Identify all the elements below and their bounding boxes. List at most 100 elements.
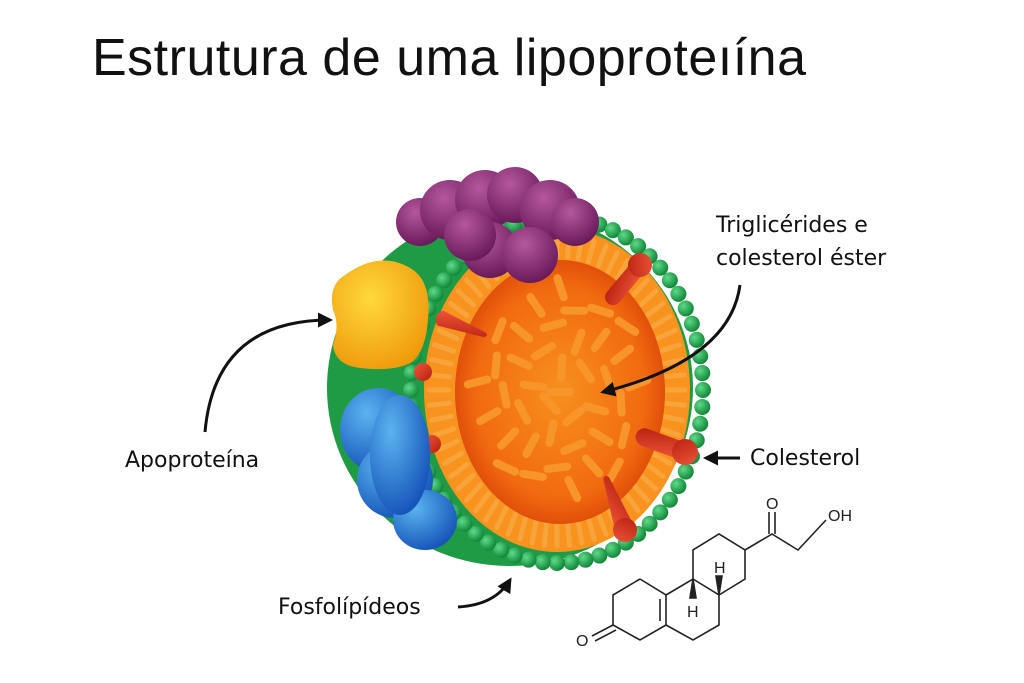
phospholipid-head: [520, 551, 537, 568]
triglyceride-rod: [617, 421, 631, 450]
phospholipid-head: [661, 491, 678, 508]
phospholipid-head: [661, 272, 678, 289]
triglyceride-rod: [543, 462, 572, 473]
phospholipid-head: [652, 504, 669, 521]
triglyceride-rod: [497, 427, 520, 450]
triglyceride-rod: [498, 381, 511, 409]
phospholipid-tail: [644, 300, 666, 319]
triglyceride-rod: [492, 459, 519, 476]
phospholipid-head: [604, 541, 621, 558]
triglyceride-rod: [553, 274, 568, 302]
phospholipid-tail: [657, 342, 682, 354]
phospholipid-tail: [448, 300, 470, 319]
phospholipid-head: [436, 272, 453, 289]
phospholipid-head: [445, 259, 462, 276]
triglyceride-rod: [519, 380, 548, 392]
phospholipid-head: [604, 222, 621, 239]
phospholipid-head: [577, 551, 594, 568]
phospholipid-head: [670, 285, 687, 302]
triglyceride-rod: [545, 419, 558, 447]
phospholipid-tail: [595, 511, 609, 537]
steroid-structure: O O OH H H: [576, 496, 852, 650]
triglyceride-rod: [522, 432, 540, 459]
phospholipid-tail: [428, 357, 454, 367]
triglyceride-rod: [531, 342, 557, 361]
phospholipid-head: [549, 555, 565, 571]
phospholipid-tail: [436, 327, 460, 342]
triglyceride-rod: [588, 427, 614, 447]
phospholipid-tail: [441, 450, 465, 467]
phospholipid-tail: [455, 288, 477, 308]
phospholipid-head: [591, 547, 608, 564]
triglyceride-rod: [514, 398, 532, 425]
triglyceride-rod: [586, 303, 615, 318]
apoprotein-arrow: [203, 312, 333, 433]
phospholipid-tail: [427, 400, 453, 408]
apoprotein-blue: [340, 388, 457, 550]
triglyceride-rod: [476, 407, 502, 426]
phospholipid-tail: [575, 518, 585, 546]
cholesterol-molecule: [435, 310, 487, 338]
apoprotein-label: Apoproteína: [125, 448, 260, 473]
phospholipid-tail: [614, 257, 631, 282]
triglyceride-rod: [509, 321, 534, 343]
triglyceride-rod: [614, 317, 640, 336]
phospholipid-head: [652, 259, 669, 276]
phospholipid-tail: [427, 372, 453, 380]
phospholipid-tail: [585, 515, 597, 542]
phospholipid-head: [677, 300, 694, 317]
phospholipid-head: [403, 382, 419, 398]
phospholipid-head: [456, 515, 473, 532]
phospholipid-tail: [623, 491, 641, 514]
triglyceride-rod: [491, 317, 507, 345]
phospholipid-tail: [517, 515, 529, 542]
phospholipid-tail: [661, 400, 687, 408]
triglyceride-rod: [562, 405, 586, 427]
triglyceride-rod: [564, 475, 582, 502]
phospholipid-tail: [595, 243, 609, 269]
phospholipid-tail: [630, 482, 651, 503]
triglyceride-rod: [506, 353, 533, 370]
triglyceride-rod: [582, 402, 610, 416]
apoprotein-purple: [396, 167, 599, 283]
phospholipid-tail: [585, 238, 597, 265]
triglycerides-label: Triglicérides e colesterol éster: [716, 209, 886, 275]
phospholipid-head: [563, 554, 580, 571]
phospholipid-tail: [529, 518, 539, 546]
triglycerides-label-line2: colesterol éster: [716, 246, 887, 271]
triglyceride-rod: [581, 454, 604, 478]
phospholipid-tail: [505, 511, 519, 537]
hydroxyl-group: OH: [828, 508, 852, 525]
phospholipid-head: [641, 515, 658, 532]
phospholipid-tail: [637, 288, 659, 308]
triglyceride-rod: [519, 469, 547, 481]
phospholipid-head: [677, 463, 694, 480]
phospholipid-tail: [649, 450, 673, 467]
triglyceride-rod: [491, 351, 501, 380]
cholesterol-molecules: [414, 253, 698, 542]
triglyceride-rod: [556, 353, 567, 382]
triglyceride-rod: [560, 439, 587, 455]
triglyceride-core: [463, 274, 652, 502]
phospholipid-head: [480, 534, 497, 551]
phospholipid-tail: [541, 520, 549, 548]
cholesterol-molecule: [603, 475, 637, 542]
phospholipid-tail: [660, 357, 686, 367]
phospholipid-tail: [661, 372, 687, 380]
triglyceride-rod: [616, 388, 626, 417]
triglyceride-rod: [610, 344, 635, 366]
phospholipid-head: [695, 382, 711, 398]
phospholipid-head: [694, 365, 711, 382]
page-title: Estrutura de uma lipoproteıína: [92, 29, 807, 87]
triglyceride-rod: [526, 293, 546, 318]
phospholipid-head: [534, 554, 551, 571]
phospholipid-head: [506, 547, 523, 564]
phospholipid-tail: [483, 498, 500, 523]
phospholipid-head: [467, 525, 484, 542]
triglyceride-rod: [539, 392, 561, 416]
phospholipid-head: [692, 415, 709, 432]
triglyceride-rod: [605, 457, 624, 484]
phospholipid-tail: [644, 461, 666, 480]
phospholipid-tail: [432, 426, 457, 438]
triglyceride-rod: [546, 388, 574, 396]
